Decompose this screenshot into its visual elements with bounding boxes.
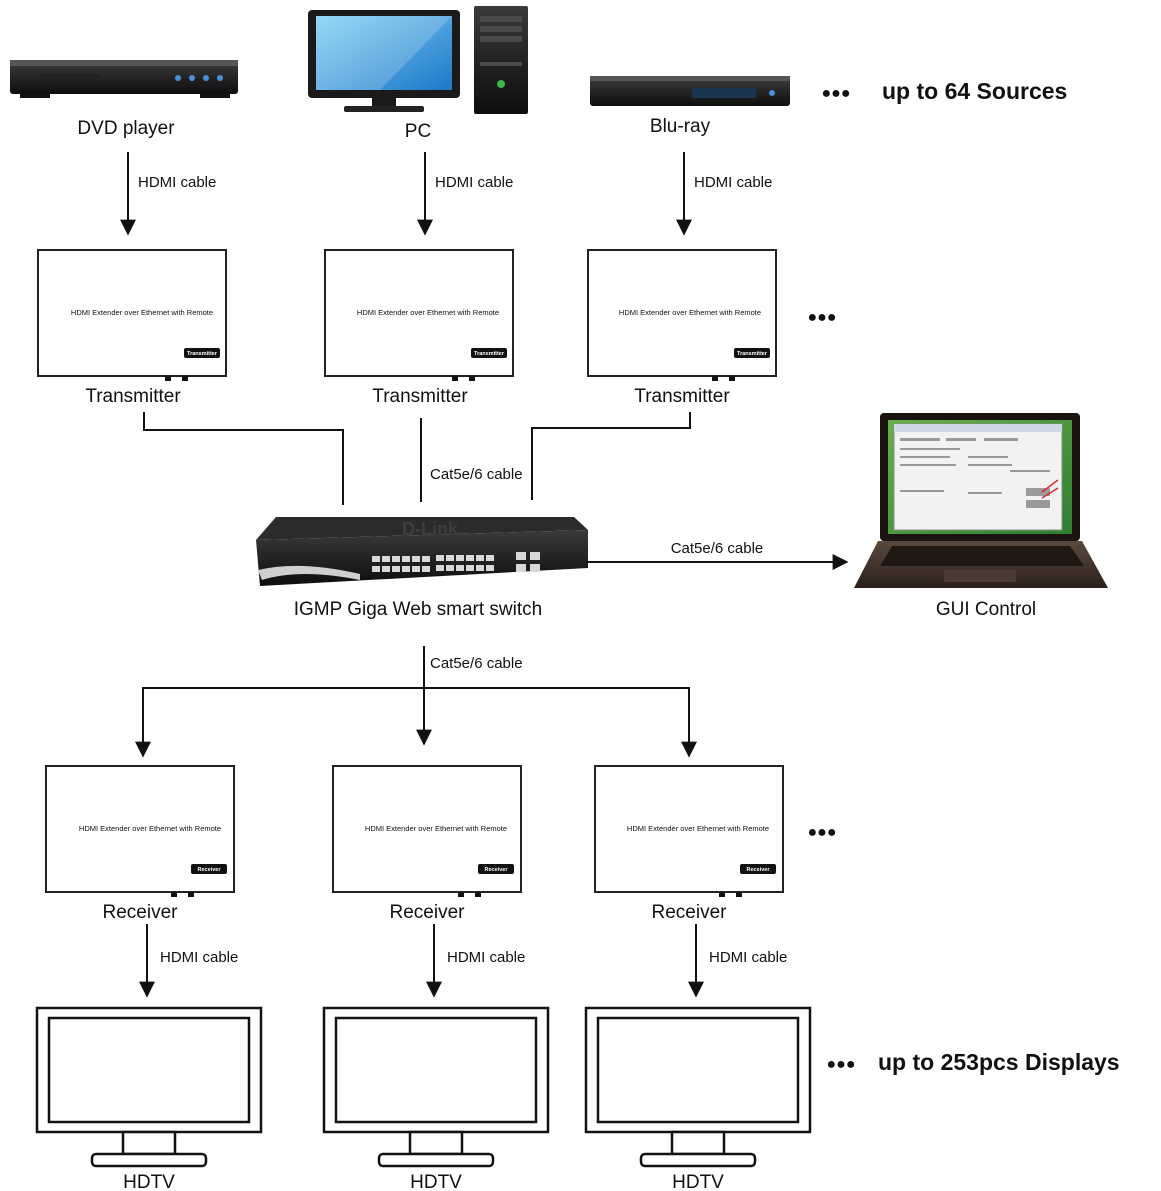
transmitter-label-1: Transmitter <box>85 386 181 407</box>
svg-text:D-Link: D-Link <box>402 519 459 539</box>
hdtv-icon-1 <box>35 1006 263 1168</box>
displays-ellipsis: ●●● <box>827 1056 856 1073</box>
hdtv-icon-3 <box>584 1006 812 1168</box>
receiver-label-2: Receiver <box>390 902 466 923</box>
network-switch-icon: D-Link <box>256 517 588 586</box>
hdmi-label-2: HDMI cable <box>435 174 513 191</box>
dvd-player-label: DVD player <box>77 118 175 139</box>
cat-line-tx1 <box>143 412 344 505</box>
svg-text:HDMI Extender over Ethernet wi: HDMI Extender over Ethernet with Remote <box>79 824 221 833</box>
svg-text:HDMI Extender over Ethernet wi: HDMI Extender over Ethernet with Remote <box>619 308 761 317</box>
svg-text:Transmitter: Transmitter <box>474 351 505 357</box>
pc-icon <box>308 6 528 114</box>
svg-text:HDMI Extender over Ethernet wi: HDMI Extender over Ethernet with Remote <box>357 308 499 317</box>
pc-label: PC <box>405 121 431 142</box>
svg-text:HDMI Extender over Ethernet wi: HDMI Extender over Ethernet with Remote <box>365 824 507 833</box>
laptop-icon <box>854 413 1108 588</box>
svg-text:Receiver: Receiver <box>198 867 222 873</box>
svg-text:Transmitter: Transmitter <box>737 351 768 357</box>
svg-text:Receiver: Receiver <box>485 867 509 873</box>
svg-text:Transmitter: Transmitter <box>187 351 218 357</box>
hdmi-label-6: HDMI cable <box>709 949 787 966</box>
bluray-player-icon <box>590 76 790 106</box>
sources-ellipsis: ●●● <box>822 85 851 102</box>
transmitter-ellipsis: ●●● <box>808 309 837 326</box>
hdtv-label-3: HDTV <box>672 1172 724 1191</box>
hdmi-label-1: HDMI cable <box>138 174 216 191</box>
cat-label-lower: Cat5e/6 cable <box>430 655 523 672</box>
displays-count-label: up to 253pcs Displays <box>878 1049 1120 1075</box>
svg-text:HDMI Extender over Ethernet wi: HDMI Extender over Ethernet with Remote <box>71 308 213 317</box>
receiver-box-2: HDMI Extender over Ethernet with Remote … <box>332 765 522 897</box>
hdmi-label-3: HDMI cable <box>694 174 772 191</box>
cat-label-gui: Cat5e/6 cable <box>671 540 764 557</box>
hdmi-label-4: HDMI cable <box>160 949 238 966</box>
receiver-label-1: Receiver <box>103 902 179 923</box>
cat-line-tx3 <box>531 412 691 500</box>
hdtv-icon-2 <box>322 1006 550 1168</box>
sources-count-label: up to 64 Sources <box>882 78 1067 104</box>
cat-branch-right <box>424 687 697 758</box>
receiver-ellipsis: ●●● <box>808 824 837 841</box>
receiver-box-3: HDMI Extender over Ethernet with Remote … <box>594 765 784 897</box>
svg-text:Receiver: Receiver <box>747 867 771 873</box>
transmitter-box-2: HDMI Extender over Ethernet with Remote … <box>324 249 514 381</box>
transmitter-box-1: HDMI Extender over Ethernet with Remote … <box>37 249 227 381</box>
receiver-box-1: HDMI Extender over Ethernet with Remote … <box>45 765 235 897</box>
transmitter-label-2: Transmitter <box>372 386 468 407</box>
gui-control-label: GUI Control <box>936 599 1036 620</box>
cat-label-upper: Cat5e/6 cable <box>430 466 523 483</box>
receiver-label-3: Receiver <box>652 902 728 923</box>
transmitter-box-3: HDMI Extender over Ethernet with Remote … <box>587 249 777 381</box>
hdtv-label-2: HDTV <box>410 1172 462 1191</box>
switch-label: IGMP Giga Web smart switch <box>294 599 542 620</box>
hdtv-label-1: HDTV <box>123 1172 175 1191</box>
svg-text:HDMI Extender over Ethernet wi: HDMI Extender over Ethernet with Remote <box>627 824 769 833</box>
transmitter-label-3: Transmitter <box>634 386 730 407</box>
hdmi-label-5: HDMI cable <box>447 949 525 966</box>
bluray-label: Blu-ray <box>650 116 711 137</box>
cat-branch-left <box>135 687 424 758</box>
dvd-player-icon <box>10 60 238 98</box>
